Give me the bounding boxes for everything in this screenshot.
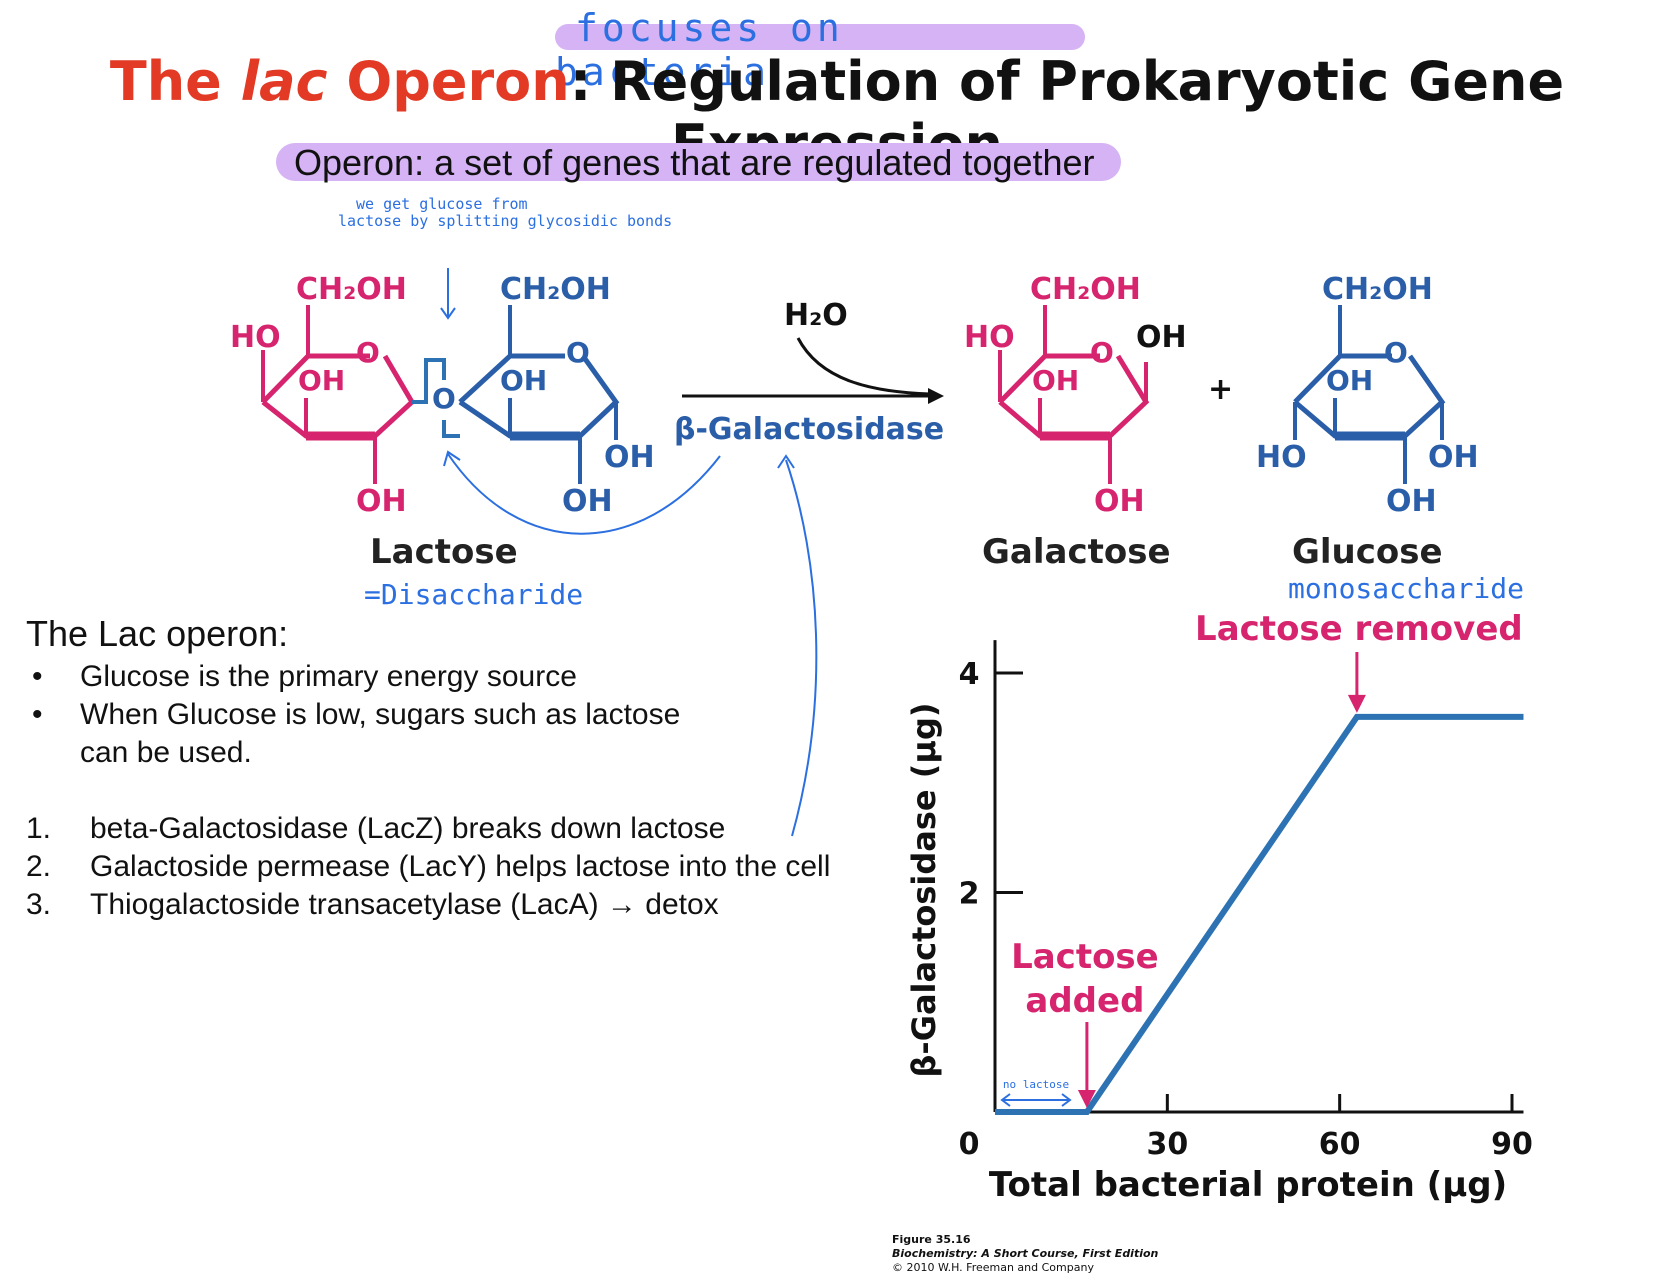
galactose-oh-1: OH — [1136, 320, 1187, 355]
glucose-oh-1: OH — [1326, 364, 1374, 397]
x-tick-label: 90 — [1491, 1127, 1533, 1162]
lac-operon-list: The Lac operon: • Glucose is the primary… — [26, 612, 830, 924]
annotation-lactose-added: Lactose — [1011, 937, 1159, 977]
lactose-ch2oh-1: CH₂OH — [296, 272, 407, 307]
list-item: • When Glucose is low, sugars such as la… — [26, 696, 830, 734]
y-axis-label: β-Galactosidase (μg) — [905, 703, 943, 1078]
annotation-disaccharide: =Disaccharide — [364, 578, 584, 611]
lactose-added-arrowhead — [1077, 1090, 1096, 1108]
list-item: can be used. — [80, 736, 252, 769]
annotation-lactose-removed: Lactose removed — [1195, 609, 1523, 649]
no-lactose-arrow-left — [1000, 1093, 1011, 1107]
glucose-oh-2: OH — [1428, 440, 1479, 475]
bullet-symbol: • — [32, 660, 43, 693]
galactose-name: Galactose — [982, 532, 1171, 572]
glucose-ch2oh: CH₂OH — [1322, 272, 1433, 307]
figure-caption: Figure 35.16 Biochemistry: A Short Cours… — [892, 1233, 1158, 1275]
annotation-no-lactose: no lactose — [1003, 1078, 1069, 1091]
glucose-ring — [1293, 305, 1446, 484]
lactose-oh-2: OH — [500, 364, 548, 397]
lactose-ho: HO — [230, 320, 281, 355]
x-axis-label: Total bacterial protein (μg) — [989, 1165, 1507, 1205]
list-item: • Glucose is the primary energy source — [26, 658, 830, 696]
lactose-oh-5: OH — [562, 484, 613, 519]
x-tick-label: 30 — [1146, 1127, 1188, 1162]
glucose-oh-3: OH — [1386, 484, 1437, 519]
glucose-note-line2: lactose by splitting glycosidic bonds — [338, 212, 673, 230]
annotation-glucose-note: we get glucose from lactose by splitting… — [338, 196, 672, 230]
lac-operon-heading: The Lac operon: — [26, 613, 289, 654]
title-part2: Operon — [327, 50, 570, 113]
y-tick-label: 2 — [959, 877, 980, 912]
lactose-name: Lactose — [370, 532, 518, 572]
lactose-oh-1: OH — [298, 364, 346, 397]
glycosidic-bond — [412, 358, 446, 404]
lactose-ring-o-2: O — [566, 336, 590, 369]
lactose-ring-o-1: O — [356, 336, 380, 369]
glucose-name: Glucose — [1292, 532, 1443, 572]
x-tick-label: 0 — [959, 1127, 980, 1162]
operon-definition: Operon: a set of genes that are regulate… — [276, 143, 1121, 183]
plus-sign: + — [1208, 372, 1234, 407]
galactose-ch2oh: CH₂OH — [1030, 272, 1141, 307]
numbered-item: 1. beta-Galactosidase (LacZ) breaks down… — [26, 812, 726, 845]
caption-line1: Figure 35.16 — [892, 1233, 971, 1246]
glucose-ho: HO — [1256, 440, 1307, 475]
annotation-monosaccharide: monosaccharide — [1288, 572, 1525, 605]
series-line — [995, 713, 1524, 1115]
caption-line3: © 2010 W.H. Freeman and Company — [892, 1261, 1094, 1274]
x-tick-label: 60 — [1319, 1127, 1361, 1162]
glucose-note-line1: we get glucose from — [356, 195, 528, 213]
annotation-curved-arrow — [447, 453, 721, 535]
lactose-removed-arrowhead — [1347, 694, 1366, 713]
lactose-glucose-ring — [458, 305, 620, 484]
title-italic: lac — [240, 50, 328, 113]
lactose-oh-4: OH — [356, 484, 407, 519]
galactose-ho: HO — [964, 320, 1015, 355]
numbered-item: 2. Galactoside permease (LacY) helps lac… — [26, 850, 831, 883]
lactose-oh-3: OH — [604, 440, 655, 475]
annotation-lactose-added: added — [1025, 981, 1144, 1021]
galactose-oh-2: OH — [1032, 364, 1080, 397]
galactose-ring — [998, 305, 1150, 484]
lactose-bridge-o: O — [432, 382, 456, 415]
galactose-ring-o: O — [1090, 336, 1114, 369]
bullet-symbol: • — [32, 698, 43, 731]
caption-line2: Biochemistry: A Short Course, First Edit… — [892, 1247, 1159, 1260]
lactose-galactose-ring — [261, 305, 416, 484]
enzyme-label: β-Galactosidase — [674, 412, 945, 447]
title-part1: The — [109, 50, 241, 113]
glucose-ring-o: O — [1384, 336, 1408, 369]
numbered-item: 3. Thiogalactoside transacetylase (LacA)… — [26, 888, 719, 921]
y-tick-label: 4 — [959, 657, 980, 692]
annotation-long-arrow — [785, 459, 818, 837]
no-lactose-arrow-right — [1061, 1093, 1072, 1107]
water-label: H₂O — [784, 298, 848, 333]
annotation-focus-bacteria: focuses on bacteria — [555, 6, 1085, 94]
galactose-oh-3: OH — [1094, 484, 1145, 519]
lactose-ch2oh-2: CH₂OH — [500, 272, 611, 307]
